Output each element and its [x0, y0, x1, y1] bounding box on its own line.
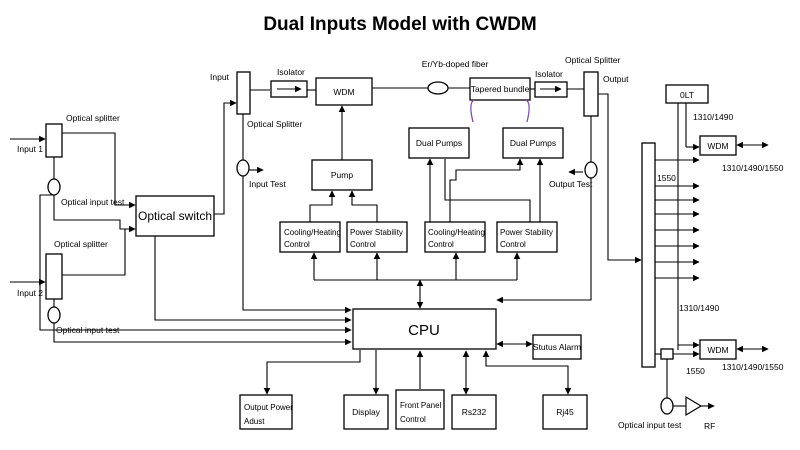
output-test-detector: [584, 161, 598, 179]
tapered-bundle-label: Tapered bundle: [471, 84, 530, 94]
wl-1310-1490-bottom: 1310/1490: [679, 303, 719, 313]
input-test-detector: [236, 159, 250, 177]
power-stability-1-box: [346, 221, 408, 253]
wl-triple-bottom: 1310/1490/1550: [722, 362, 784, 372]
cooling-control-2-line2: Control: [428, 240, 454, 249]
input-label: Input: [210, 72, 230, 82]
rf-label: RF: [704, 421, 715, 431]
output-splitter-bar: [641, 142, 656, 368]
olt-label: 0LT: [680, 90, 694, 100]
cpu-label: CPU: [408, 322, 440, 339]
wdm-top-label: WDM: [707, 141, 728, 151]
power-stability-2-box: [496, 221, 558, 253]
power-stability-1-line1: Power Stability: [350, 228, 403, 237]
power-stability-2-line1: Power Stability: [500, 228, 553, 237]
wdm-main-label: WDM: [333, 87, 354, 97]
optical-splitter-main: [236, 71, 251, 115]
dual-pumps-1-box: [408, 127, 470, 159]
input1-label: Input 1: [17, 144, 43, 154]
optical-splitter-2-label: Optical splitter: [54, 239, 108, 249]
display-label: Display: [352, 407, 381, 417]
wdm-bottom-box: [699, 339, 737, 360]
rf-amplifier-icon: [685, 395, 703, 417]
front-panel-line1: Front Panel: [400, 401, 442, 410]
optical-splitter-out: [583, 71, 599, 117]
status-alarm-label: Stutus Alarm: [533, 342, 581, 352]
cpu-box: [352, 308, 497, 350]
optical-splitter-1: [45, 123, 63, 158]
rj45-box: [542, 394, 588, 430]
optical-splitter-main-label: Optical Splitter: [247, 119, 302, 129]
input2-label: Input 2: [17, 288, 43, 298]
olt-box: [665, 84, 709, 104]
photodetector-1: [47, 178, 61, 196]
photodetector-2: [47, 306, 61, 324]
isolator-2-label: Isolator: [535, 69, 563, 79]
cooling-control-2-box: [424, 221, 486, 253]
coupler-box: [660, 348, 674, 360]
wl-1550-bottom: 1550: [686, 366, 705, 376]
output-power-line1: Output Power: [244, 403, 293, 412]
wl-1310-1490-top: 1310/1490: [693, 112, 733, 122]
cooling-control-1-line2: Control: [284, 240, 310, 249]
optical-input-test-right-label: Optical input test: [618, 420, 682, 430]
right-input-test-detector: [660, 397, 674, 415]
dual-pumps-1-label: Dual Pumps: [416, 138, 462, 148]
isolator-1-label: Isolator: [277, 67, 305, 77]
front-panel-line2: Control: [400, 415, 426, 424]
rs232-box: [451, 394, 497, 430]
front-panel-box: [395, 389, 445, 430]
optical-splitter-2: [45, 253, 63, 300]
output-power-box: [239, 394, 293, 430]
optical-switch-box: [135, 195, 215, 237]
pump-box: [311, 159, 373, 191]
power-stability-1-line2: Control: [350, 240, 376, 249]
output-power-line2: Adust: [244, 417, 265, 426]
diagram-title: Dual Inputs Model with CWDM: [263, 14, 536, 35]
cooling-control-1-line1: Cooling/Heating: [284, 228, 341, 237]
wl-triple-top: 1310/1490/1550: [722, 163, 784, 173]
rj45-label: Rj45: [556, 407, 574, 417]
fiber-label: Er/Yb-doped fiber: [422, 59, 489, 69]
doped-fiber-coil: [427, 81, 449, 95]
optical-switch-label: Optical switch: [138, 209, 212, 223]
wl-1550-top: 1550: [657, 173, 676, 183]
cooling-control-2-line1: Cooling/Heating: [428, 228, 485, 237]
rs232-label: Rs232: [462, 407, 487, 417]
wdm-bottom-label: WDM: [707, 345, 728, 355]
optical-input-test-1-label: Optical input test: [61, 197, 125, 207]
input-test-label: Input Test: [249, 179, 286, 189]
output-label: Output: [603, 74, 629, 84]
power-stability-2-line2: Control: [500, 240, 526, 249]
display-box: [343, 394, 389, 430]
dual-pumps-2-box: [502, 127, 564, 159]
pump-label: Pump: [331, 170, 353, 180]
wdm-main-box: [315, 77, 373, 106]
wdm-top-box: [699, 135, 737, 156]
optical-splitter-out-label: Optical Splitter: [565, 55, 620, 65]
dual-pumps-2-label: Dual Pumps: [510, 138, 556, 148]
optical-splitter-1-label: Optical splitter: [66, 113, 120, 123]
output-test-label: Output Test: [549, 179, 593, 189]
